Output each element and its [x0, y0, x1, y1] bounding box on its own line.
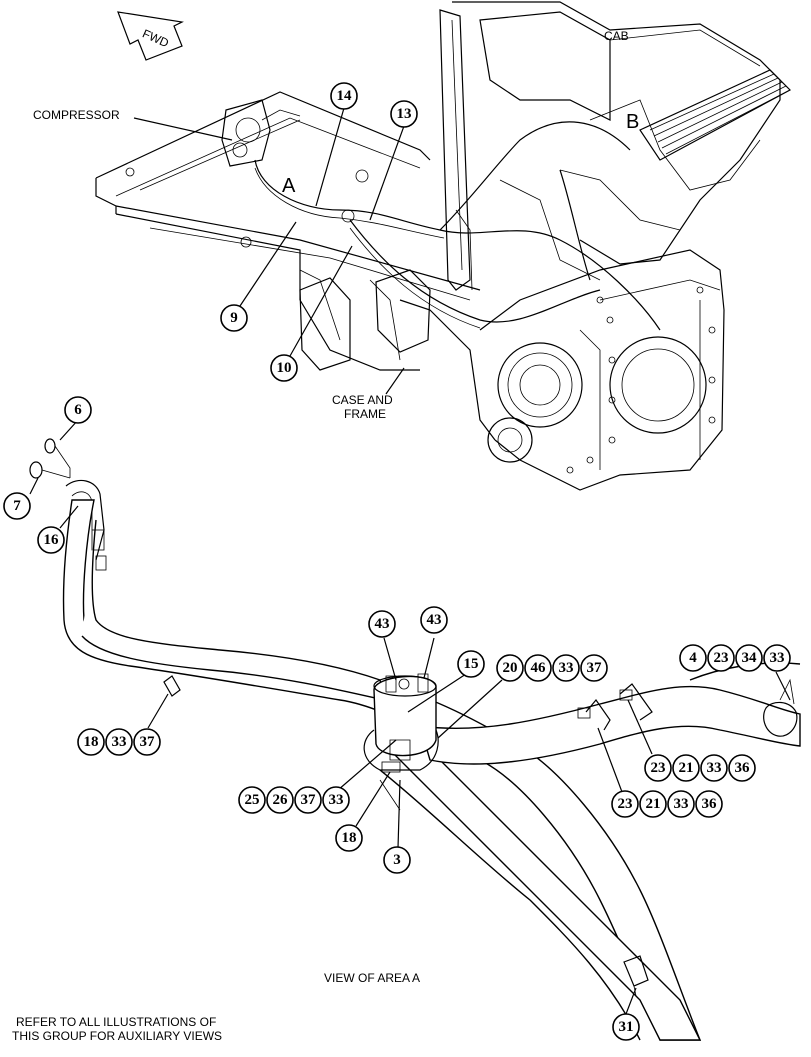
- callout-33-b: 33: [763, 644, 791, 672]
- compressor-leader: [133, 117, 233, 141]
- callout-37-b: 37: [133, 728, 161, 756]
- case-and-frame-label-line1: CASE AND: [332, 393, 393, 407]
- svg-text:36: 36: [735, 760, 751, 776]
- svg-text:23: 23: [714, 650, 729, 666]
- callout-37-c: 37: [294, 786, 322, 814]
- callout-37-a: 37: [580, 654, 608, 682]
- svg-text:37: 37: [587, 660, 603, 676]
- callout-15: 15: [457, 650, 485, 678]
- callout-36-a: 36: [728, 754, 756, 782]
- svg-text:46: 46: [531, 660, 547, 676]
- callout-7: 7: [3, 492, 31, 520]
- callout-31: 31: [612, 1013, 640, 1041]
- svg-text:43: 43: [375, 616, 390, 632]
- callout-16: 16: [37, 526, 65, 554]
- callout-21-b: 21: [639, 790, 667, 818]
- callout-14: 14: [330, 82, 358, 110]
- callout-33-a: 33: [552, 654, 580, 682]
- svg-text:20: 20: [503, 660, 518, 676]
- svg-text:23: 23: [618, 796, 633, 812]
- callout-4: 4: [679, 644, 707, 672]
- case-and-frame-label-line2: FRAME: [344, 407, 386, 421]
- callout-13: 13: [390, 100, 418, 128]
- svg-text:18: 18: [84, 734, 99, 750]
- area-a-label: A: [282, 175, 296, 197]
- fwd-label: FWD: [140, 26, 171, 50]
- callout-23-b: 23: [644, 754, 672, 782]
- svg-text:7: 7: [13, 498, 21, 514]
- svg-text:31: 31: [619, 1019, 634, 1035]
- svg-text:37: 37: [140, 734, 156, 750]
- svg-text:26: 26: [273, 792, 289, 808]
- cab-label: CAB: [604, 29, 629, 43]
- area-b-label: B: [626, 111, 639, 133]
- callout-18-a: 18: [77, 728, 105, 756]
- compressor-drawing: [221, 99, 301, 167]
- svg-text:13: 13: [397, 106, 412, 122]
- receiver-dryer-drawing: [363, 673, 439, 811]
- svg-text:9: 9: [230, 310, 238, 326]
- svg-text:33: 33: [112, 734, 127, 750]
- callout-33-e: 33: [322, 786, 350, 814]
- callout-18-b: 18: [335, 824, 363, 852]
- svg-text:23: 23: [651, 760, 666, 776]
- svg-text:6: 6: [74, 402, 82, 418]
- compressor-label: COMPRESSOR: [33, 108, 120, 122]
- callout-25: 25: [238, 786, 266, 814]
- svg-text:10: 10: [277, 360, 292, 376]
- callout-33-d: 33: [700, 754, 728, 782]
- callout-43-left: 43: [368, 610, 396, 638]
- callout-34: 34: [735, 644, 763, 672]
- callout-33-f: 33: [667, 790, 695, 818]
- svg-text:43: 43: [427, 612, 442, 628]
- callout-36-b: 36: [695, 790, 723, 818]
- callout-43-right: 43: [420, 606, 448, 634]
- svg-text:33: 33: [329, 792, 344, 808]
- area-a-detail-drawing: [29, 438, 801, 1041]
- svg-text:25: 25: [245, 792, 260, 808]
- callout-23-c: 23: [611, 790, 639, 818]
- callout-6: 6: [64, 396, 92, 424]
- refer-note-line2: THIS GROUP FOR AUXILIARY VIEWS: [12, 1029, 223, 1043]
- view-of-area-a-label: VIEW OF AREA A: [324, 971, 420, 985]
- svg-text:21: 21: [679, 760, 694, 776]
- callout-21-a: 21: [672, 754, 700, 782]
- svg-text:33: 33: [674, 796, 689, 812]
- callout-3: 3: [383, 846, 411, 874]
- callout-20: 20: [496, 654, 524, 682]
- forward-arrow-icon: FWD: [117, 11, 184, 61]
- svg-text:16: 16: [44, 532, 60, 548]
- callout-33-c: 33: [105, 728, 133, 756]
- refer-note-line1: REFER TO ALL ILLUSTRATIONS OF: [16, 1015, 217, 1029]
- machine-frame-drawing: [95, 1, 791, 491]
- callout-10: 10: [270, 354, 298, 382]
- svg-text:3: 3: [393, 852, 401, 868]
- svg-text:36: 36: [702, 796, 718, 812]
- svg-text:14: 14: [337, 88, 353, 104]
- svg-text:33: 33: [707, 760, 722, 776]
- svg-text:18: 18: [342, 830, 357, 846]
- svg-text:15: 15: [464, 656, 479, 672]
- svg-text:33: 33: [559, 660, 574, 676]
- callout-26: 26: [266, 786, 294, 814]
- callout-9: 9: [220, 304, 248, 332]
- svg-text:34: 34: [742, 650, 758, 666]
- callout-23-a: 23: [707, 644, 735, 672]
- svg-text:33: 33: [770, 650, 785, 666]
- svg-text:4: 4: [689, 650, 697, 666]
- callout-46: 46: [524, 654, 552, 682]
- svg-text:37: 37: [301, 792, 317, 808]
- svg-text:21: 21: [646, 796, 661, 812]
